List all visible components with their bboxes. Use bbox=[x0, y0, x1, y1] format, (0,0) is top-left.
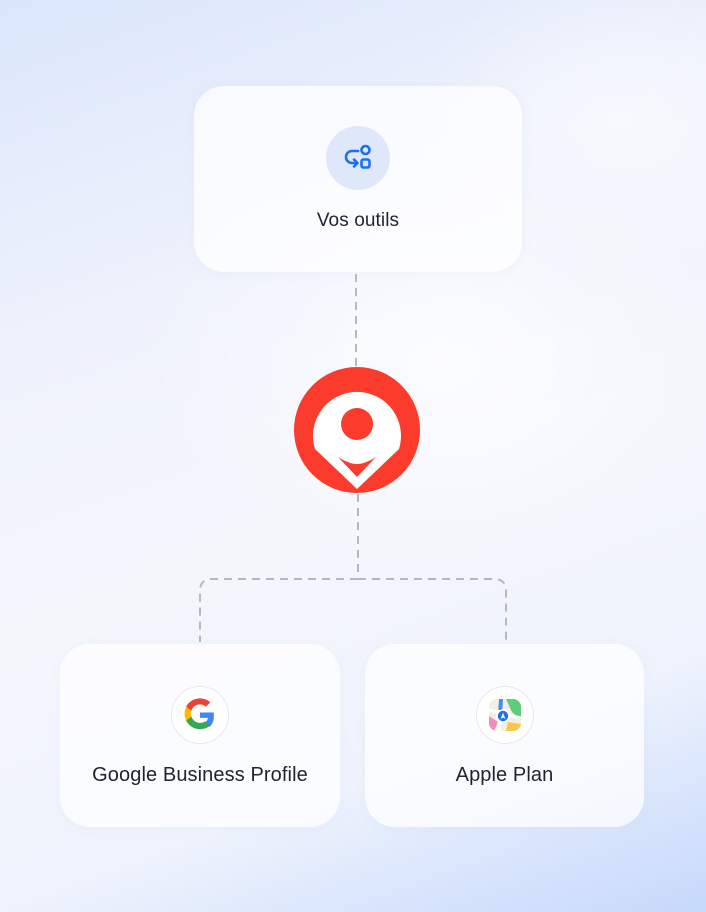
tools-icon bbox=[344, 144, 371, 169]
google-label: Google Business Profile bbox=[92, 764, 308, 786]
location-pin-icon bbox=[294, 367, 420, 493]
apple-maps-icon bbox=[488, 699, 521, 731]
tools-label: Vos outils bbox=[316, 210, 400, 231]
apple-icon-badge bbox=[475, 686, 534, 744]
connector-split-to-google bbox=[199, 578, 358, 642]
apple-card[interactable]: Apple Plan bbox=[365, 644, 644, 827]
apple-label: Apple Plan bbox=[455, 764, 554, 786]
google-card[interactable]: Google Business Profile bbox=[60, 644, 340, 827]
tools-icon-badge bbox=[326, 126, 390, 190]
google-icon-badge bbox=[171, 686, 229, 744]
google-icon bbox=[184, 698, 214, 730]
tools-card[interactable]: Vos outils bbox=[194, 86, 522, 272]
connector-split-to-apple bbox=[358, 578, 507, 642]
